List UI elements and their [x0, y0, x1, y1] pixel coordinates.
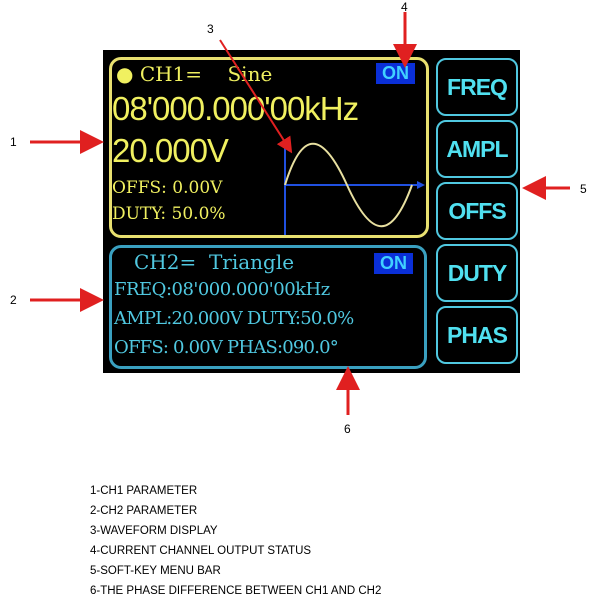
- ch2-output-status[interactable]: ON: [374, 253, 413, 274]
- ch2-label: CH2=: [134, 250, 197, 274]
- callout-1: 1: [10, 135, 17, 149]
- ch1-frequency[interactable]: 08'000.000'00kHz: [112, 90, 359, 127]
- legend-item: 2-CH2 PARAMETER: [90, 505, 198, 517]
- softkey-duty[interactable]: DUTY: [436, 244, 518, 302]
- ch2-title: CH2= Triangle: [134, 250, 294, 274]
- ch2-frequency[interactable]: FREQ:08'000.000'00kHz: [114, 279, 330, 300]
- ch1-output-status[interactable]: ON: [376, 63, 415, 84]
- softkey-ampl[interactable]: AMPL: [436, 120, 518, 178]
- callout-2: 2: [10, 293, 17, 307]
- waveform-display: [284, 140, 425, 235]
- callout-5: 5: [580, 182, 587, 196]
- legend-item: 5-SOFT-KEY MENU BAR: [90, 565, 221, 577]
- legend-item: 3-WAVEFORM DISPLAY: [90, 525, 218, 537]
- ch1-offset[interactable]: OFFS: 0.00V: [112, 178, 223, 198]
- ch1-label: CH1=: [139, 62, 203, 86]
- generator-display: ● CH1= Sine ON 08'000.000'00kHz 20.000V …: [103, 50, 520, 373]
- callout-6: 6: [344, 422, 351, 436]
- callout-4: 4: [401, 0, 408, 14]
- softkey-phas[interactable]: PHAS: [436, 306, 518, 364]
- ch1-duty[interactable]: DUTY: 50.0%: [112, 204, 226, 224]
- ch2-offset-phase[interactable]: OFFS: 0.00V PHAS:090.0°: [114, 337, 339, 358]
- ch2-amplitude-duty[interactable]: AMPL:20.000V DUTY:50.0%: [114, 308, 354, 329]
- axis-arrow-icon: [417, 181, 425, 189]
- softkey-freq[interactable]: FREQ: [436, 58, 518, 116]
- softkey-offs[interactable]: OFFS: [436, 182, 518, 240]
- legend-item: 4-CURRENT CHANNEL OUTPUT STATUS: [90, 545, 312, 557]
- legend-item: 1-CH1 PARAMETER: [90, 485, 198, 497]
- ch2-parameter-panel[interactable]: CH2= Triangle ON FREQ:08'000.000'00kHz A…: [109, 245, 427, 369]
- ch1-title: ● CH1= Sine: [116, 62, 273, 86]
- sine-wave: [284, 142, 413, 228]
- arrow-3: [219, 39, 293, 154]
- ch1-waveform: Sine: [227, 62, 273, 86]
- ch1-parameter-panel[interactable]: ● CH1= Sine ON 08'000.000'00kHz 20.000V …: [109, 57, 429, 238]
- ch1-amplitude[interactable]: 20.000V: [112, 132, 229, 169]
- ch2-waveform: Triangle: [208, 250, 295, 274]
- legend-item: 6-THE PHASE DIFFERENCE BETWEEN CH1 AND C…: [90, 585, 382, 597]
- callout-3: 3: [207, 22, 214, 36]
